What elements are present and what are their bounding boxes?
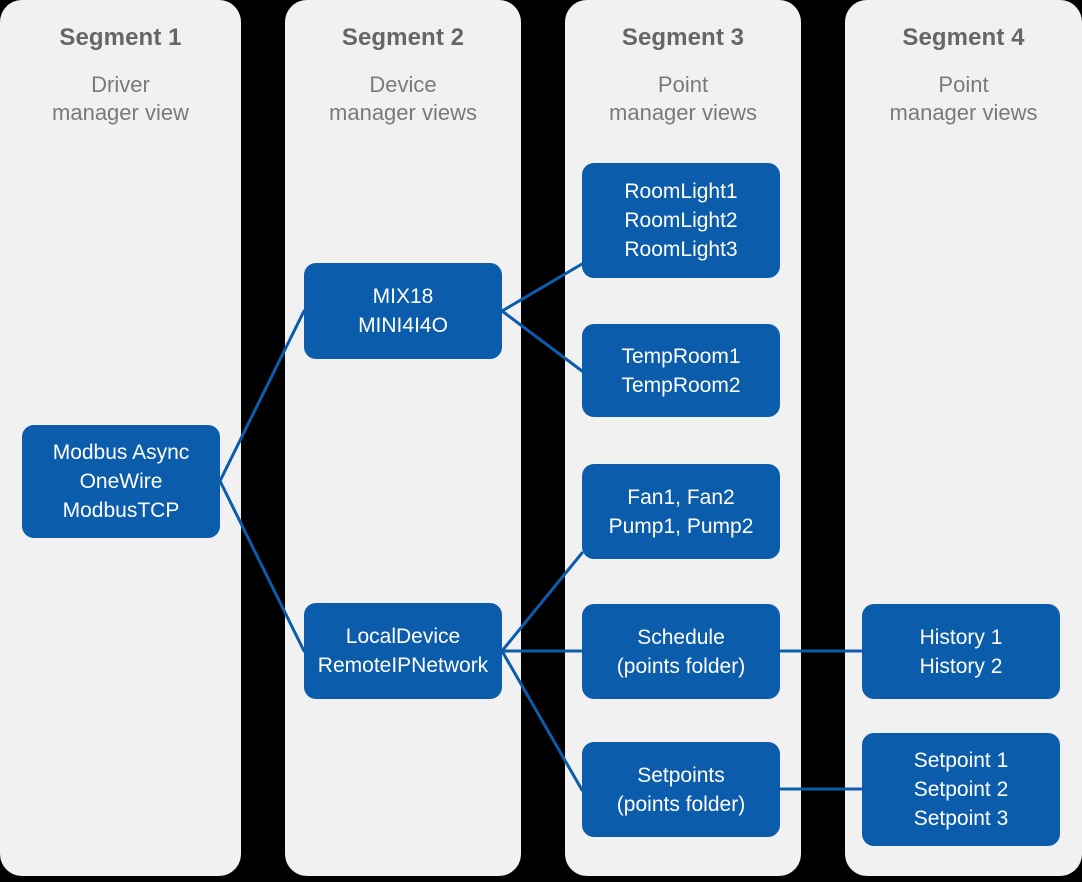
segment-panel-3: Segment 3 Point manager views bbox=[565, 0, 801, 876]
node-histories-label: History 1 History 2 bbox=[919, 625, 1003, 678]
segment-panel-2: Segment 2 Device manager views bbox=[285, 0, 521, 876]
node-temprooms-label: TempRoom1 TempRoom2 bbox=[621, 344, 741, 397]
segment-2-title: Segment 2 bbox=[341, 24, 465, 51]
node-mix18-label: MIX18 MINI4I4O bbox=[358, 285, 448, 337]
segment-2-subtitle: Device manager views bbox=[329, 72, 477, 125]
node-schedule-folder-label: Schedule (points folder) bbox=[616, 625, 746, 678]
segment-1-title: Segment 1 bbox=[59, 24, 182, 51]
node-setpoints-folder-label: Setpoints (points folder) bbox=[616, 763, 746, 816]
node-driver-manager[interactable]: Modbus Async OneWire ModbusTCP bbox=[22, 425, 220, 538]
node-local-device[interactable]: LocalDevice RemoteIPNetwork bbox=[304, 603, 502, 699]
segment-4-title: Segment 4 bbox=[902, 24, 1025, 51]
node-schedule-folder[interactable]: Schedule (points folder) bbox=[582, 604, 780, 699]
segment-panel-4: Segment 4 Point manager views bbox=[845, 0, 1082, 876]
node-temprooms[interactable]: TempRoom1 TempRoom2 bbox=[582, 324, 780, 417]
node-setpoints-folder[interactable]: Setpoints (points folder) bbox=[582, 742, 780, 837]
segment-4-subtitle: Point manager views bbox=[889, 72, 1038, 125]
node-fans-pumps-label: Fan1, Fan2 Pump1, Pump2 bbox=[608, 485, 754, 538]
segment-3-subtitle: Point manager views bbox=[609, 72, 757, 125]
node-roomlights-label: RoomLight1 RoomLight2 RoomLight3 bbox=[624, 180, 738, 261]
segment-1-subtitle: Driver manager view bbox=[52, 72, 189, 125]
node-fans-pumps[interactable]: Fan1, Fan2 Pump1, Pump2 bbox=[582, 464, 780, 559]
node-driver-label: Modbus Async OneWire ModbusTCP bbox=[52, 441, 190, 522]
node-mix18[interactable]: MIX18 MINI4I4O bbox=[304, 263, 502, 359]
node-setpoint-items-label: Setpoint 1 Setpoint 2 Setpoint 3 bbox=[913, 749, 1009, 830]
node-histories[interactable]: History 1 History 2 bbox=[862, 604, 1060, 699]
node-setpoint-items[interactable]: Setpoint 1 Setpoint 2 Setpoint 3 bbox=[862, 733, 1060, 846]
segment-3-title: Segment 3 bbox=[621, 24, 745, 51]
node-local-device-label: LocalDevice RemoteIPNetwork bbox=[317, 625, 489, 677]
node-roomlights[interactable]: RoomLight1 RoomLight2 RoomLight3 bbox=[582, 163, 780, 278]
